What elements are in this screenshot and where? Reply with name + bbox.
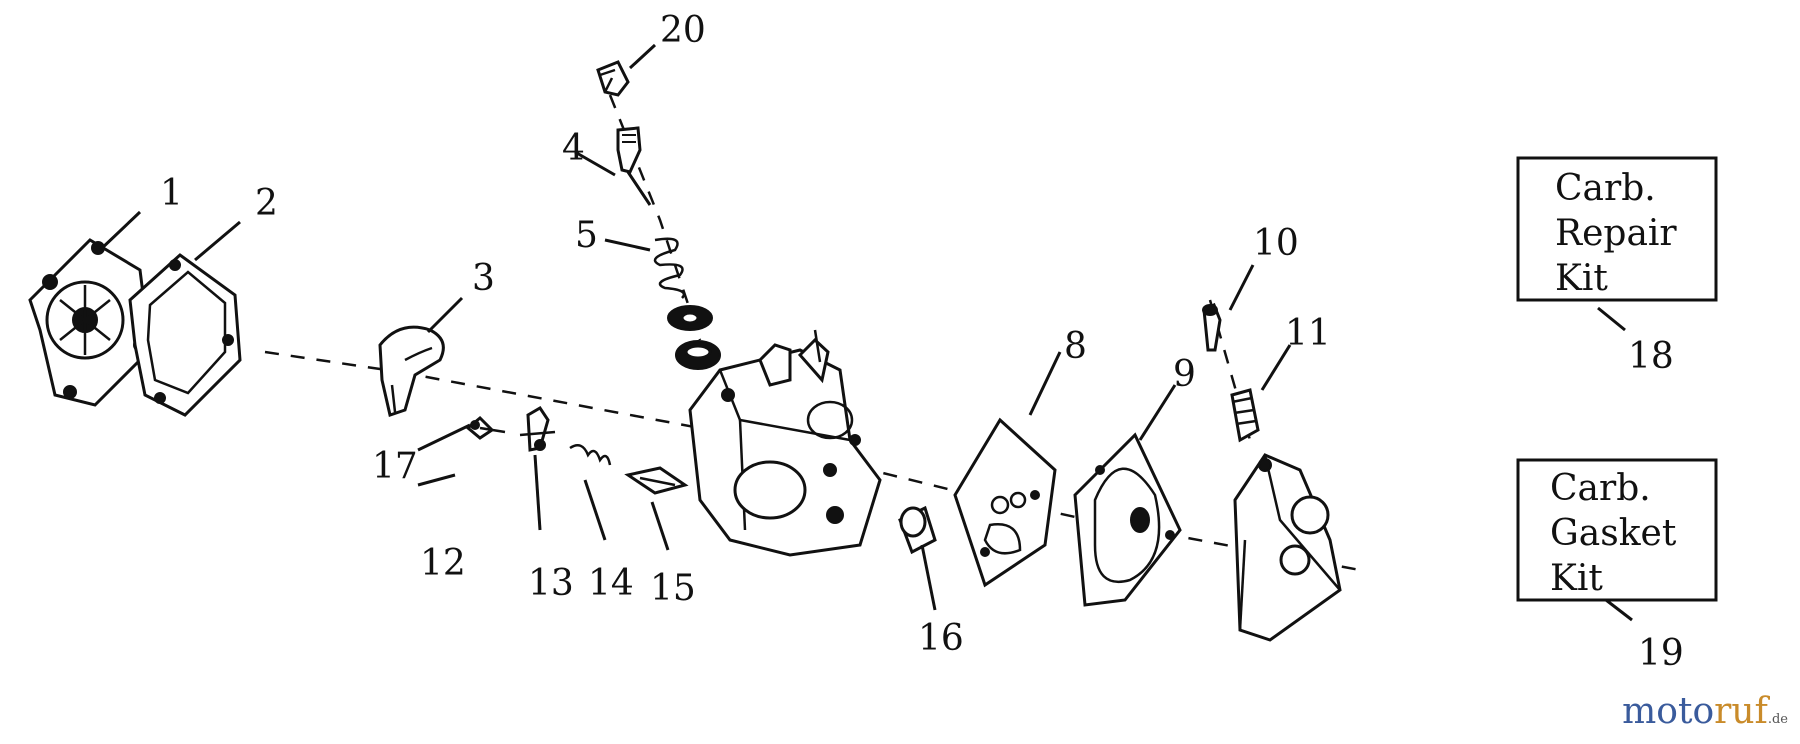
part-16-welch-plug — [898, 505, 937, 555]
label-part-8: 8 — [1064, 326, 1087, 367]
label-part-4: 4 — [562, 128, 585, 169]
part-4-needle-screw — [616, 126, 652, 206]
part-12-pin — [417, 473, 456, 487]
logo-part1: moto — [1622, 691, 1715, 732]
label-part-9: 9 — [1173, 354, 1196, 395]
gasket-kit-box: Carb. Gasket Kit — [1516, 458, 1718, 602]
repair-kit-line1: Carb. — [1555, 168, 1656, 209]
carburetor-body — [688, 329, 882, 557]
repair-kit-box: Carb. Repair Kit — [1516, 156, 1718, 302]
label-part-3: 3 — [472, 258, 495, 299]
part-3-elbow-fitting — [378, 325, 445, 417]
label-part-16: 16 — [918, 618, 964, 659]
logo-part2: ruf — [1714, 691, 1768, 732]
part-14-metering-spring — [569, 443, 612, 466]
label-part-13: 13 — [528, 563, 574, 604]
label-part-1: 1 — [160, 173, 183, 214]
part-9-metering-diaphragm — [1073, 432, 1182, 607]
label-part-10: 10 — [1253, 223, 1299, 264]
motoruf-watermark-logo: motoruf.de — [1622, 691, 1788, 732]
needle-seal-washers — [667, 305, 721, 370]
part-8-diaphragm-gasket — [953, 417, 1057, 588]
part-20-adjust-knob — [596, 60, 630, 97]
metering-cover — [1233, 453, 1342, 642]
part-2-pump-gasket — [128, 253, 242, 417]
adjust-axis-line — [608, 94, 702, 341]
part-5-spring — [653, 237, 686, 299]
label-part-14: 14 — [588, 563, 634, 604]
logo-suffix: .de — [1767, 712, 1788, 727]
gasket-kit-line3: Kit — [1550, 558, 1603, 599]
part-17-lever — [465, 415, 506, 440]
label-part-2: 2 — [255, 183, 278, 224]
label-part-5: 5 — [575, 215, 598, 256]
label-part-18: 18 — [1628, 336, 1674, 377]
label-part-20: 20 — [660, 10, 706, 51]
label-part-11: 11 — [1285, 313, 1331, 354]
gasket-kit-line1: Carb. — [1550, 468, 1651, 509]
part-15-shaft — [624, 466, 689, 495]
label-part-19: 19 — [1638, 633, 1684, 674]
part-10-screw — [1202, 302, 1222, 352]
label-part-17: 17 — [372, 446, 418, 487]
part-13-needle-valve — [519, 405, 556, 452]
label-part-12: 12 — [420, 543, 466, 584]
label-part-15: 15 — [650, 568, 696, 609]
repair-kit-line3: Kit — [1555, 258, 1608, 299]
leader-lines — [98, 43, 1633, 622]
part-11-fuel-fitting — [1230, 388, 1260, 443]
gasket-kit-line2: Gasket — [1550, 513, 1677, 554]
repair-kit-line2: Repair — [1555, 213, 1677, 254]
